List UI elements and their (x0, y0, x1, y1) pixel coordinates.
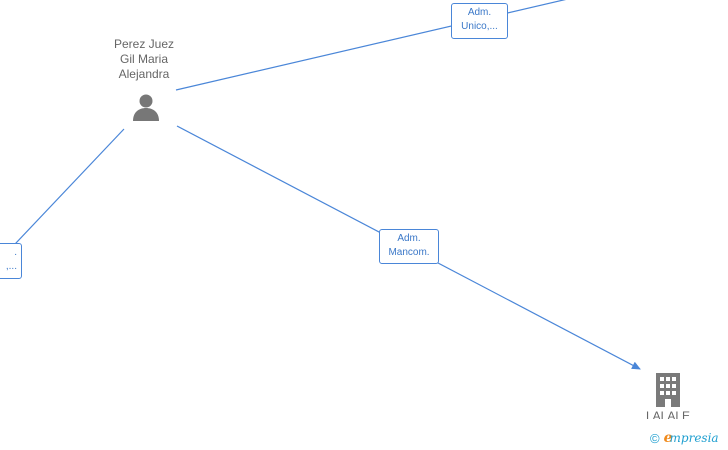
building-icon[interactable] (652, 371, 684, 407)
brand-logo-e: e (663, 430, 673, 446)
company-name[interactable]: LALALE (645, 409, 691, 419)
edge-label-line2: ,... (5, 261, 17, 272)
edge-label-adm-unico[interactable]: Adm. Unico,... (451, 3, 508, 39)
edge-label-line1: . (14, 247, 17, 258)
copyright-symbol: © (650, 430, 660, 446)
edge-label-left[interactable]: . ,... (0, 243, 22, 279)
edge-label-line2: Mancom. (388, 247, 430, 258)
edge-label-line1: Adm. (397, 233, 421, 244)
edge-label-adm-mancom[interactable]: Adm. Mancom. (379, 229, 439, 264)
edge-label-line2: Unico,... (461, 21, 498, 32)
brand-logo-text: mpresia (669, 431, 719, 445)
edge-line-left[interactable] (0, 128, 125, 262)
brand-logo: empresia (664, 430, 719, 446)
edge-line-adm-unico[interactable] (175, 0, 572, 91)
edge-label-line1: Adm. (467, 7, 492, 18)
person-icon[interactable] (131, 93, 161, 121)
brand-watermark: © empresia (650, 430, 719, 446)
person-name[interactable]: Perez Juez Gil Maria Alejandra (113, 37, 175, 81)
